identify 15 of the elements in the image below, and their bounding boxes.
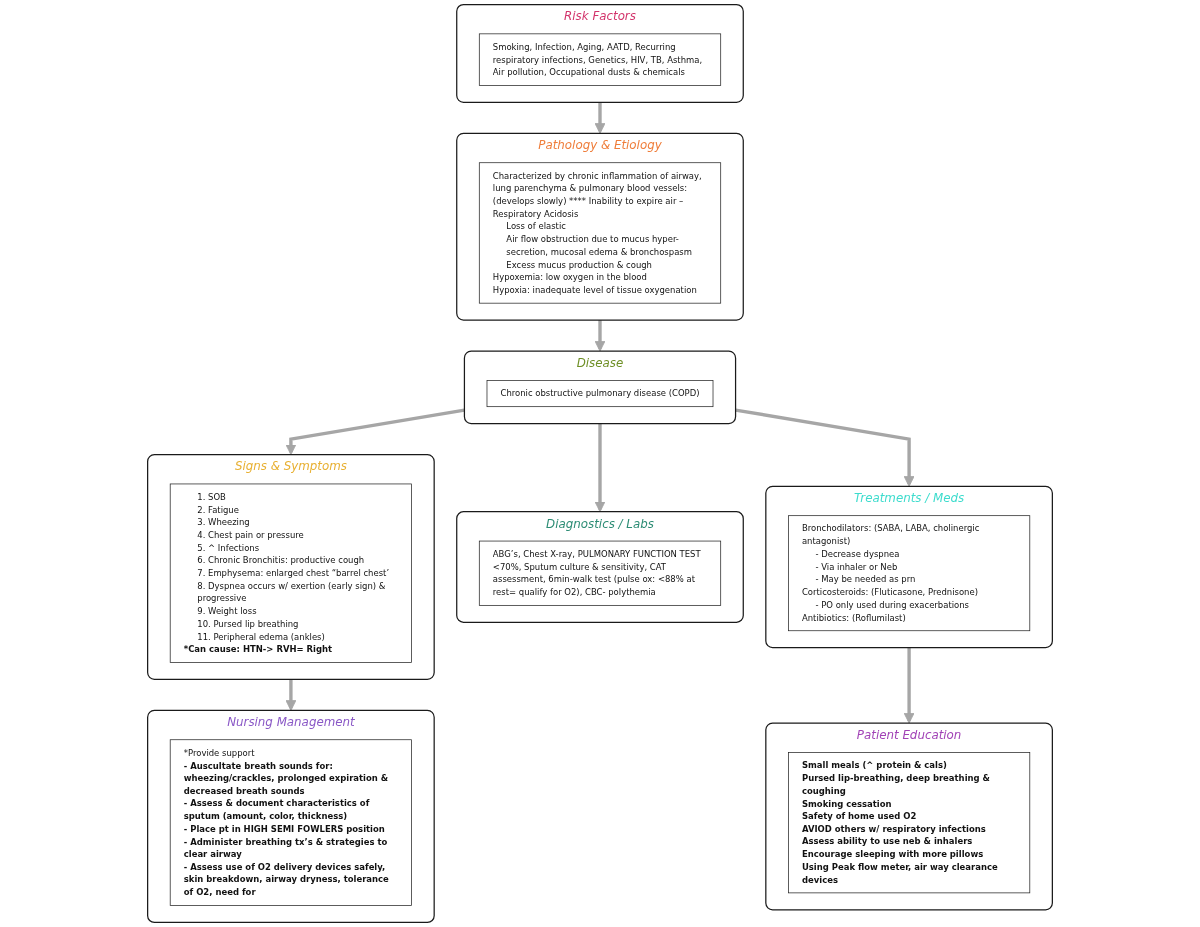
node-box: Bronchodilators: (SABA, LABA, cholinergic antagonist) - Decrease dyspnea - Via inhaler or Neb - May be needed as prn Corticosteroids: (Fluticasone, Prednisone) - PO only used during exacerbations Antibiotics: (Roflumilast) xyxy=(788,515,1031,632)
arrow xyxy=(594,423,606,513)
arrow xyxy=(594,320,606,352)
node-box: Chronic obstructive pulmonary disease (COPD) xyxy=(486,380,714,408)
arrow xyxy=(903,647,915,724)
node-box: 1. SOB 2. Fatigue 3. Wheezing 4. Chest pain or pressure 5. ^ Infections 6. Chronic Bronchitis: productive cough 7. Emphysema: enlarged chest “barrel chest’ 8. Dyspnea occurs w/ exertion (early sign) & progressive 9. Weight loss 10. Pursed lip breathing 11. Peripheral edema (ankles) *Can cause: HTN-> RVH= Right xyxy=(169,483,412,663)
arrow xyxy=(735,408,915,487)
node-box: ABG’s, Chest X-ray, PULMONARY FUNCTION TEST <70%, Sputum culture & sensitivity, CAT assessment, 6min-walk test (pulse ox: <88% at rest= qualify for O2), CBC- polythemia xyxy=(478,540,722,606)
arrow xyxy=(594,102,606,134)
node-box: Smoking, Infection, Aging, AATD, Recurring respiratory infections, Genetics, HIV, TB, Asthma, Air pollution, Occupational dusts & chemicals xyxy=(478,33,722,86)
node-box: *Provide support - Auscultate breath sounds for: wheezing/crackles, prolonged expiration & decreased breath sounds - Assess & document characteristics of sputum (amount, color, thickness) - Place pt in HIGH SEMI FOWLERS position - Administer breathing tx’s & strategies to clear airway - Assess use of O2 delivery devices safely, skin breakdown, airway dryness, tolerance of O2, need for xyxy=(169,739,412,906)
arrow xyxy=(285,408,465,456)
node-box: Small meals (^ protein & cals) Pursed lip-breathing, deep breathing & coughing Smoking cessation Safety of home used O2 AVIOD others w/ respiratory infections Assess ability to use neb & inhalers Encourage sleeping with more pillows Using Peak flow meter, air way clearance devices xyxy=(788,752,1031,894)
node-box: Characterized by chronic inflammation of airway, lung parenchyma & pulmonary blood vessels: (develops slowly) **** Inability to expire air – Respiratory Acidosis Loss of elastic Air flow obstruction due to mucus hyper-secretion, mucosal edema & bronchospasm Excess mucus production & cough Hypoxemia: low oxygen in the blood Hypoxia: inadequate level of tissue oxygenation xyxy=(478,162,722,304)
arrow xyxy=(285,679,297,711)
